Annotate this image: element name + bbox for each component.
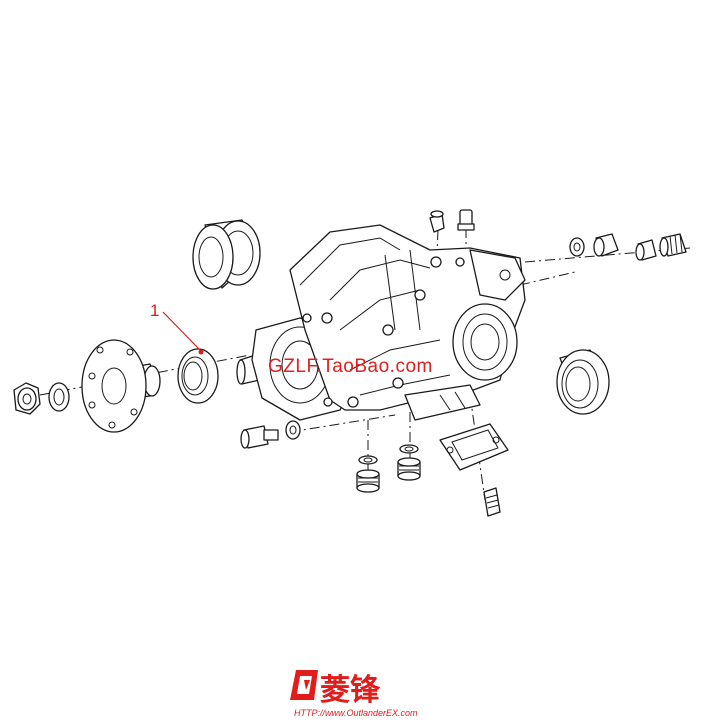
bearing-upper-left <box>192 219 261 290</box>
callout-1: 1 <box>150 301 204 355</box>
footer-logo: 菱锋 HTTP://www.OutlanderEX.com <box>290 670 418 718</box>
logo-text: 菱锋 <box>320 673 381 708</box>
footer-url: HTTP://www.OutlanderEX.com <box>294 708 418 718</box>
threaded-fitting-top-right <box>659 233 687 257</box>
washer-left <box>48 382 70 412</box>
differential-housing <box>236 224 526 421</box>
bushing-top-right <box>635 239 657 261</box>
watermark-text: GZLF.TaoBao.com <box>268 356 433 377</box>
mounting-bolt <box>240 425 279 449</box>
companion-flange <box>81 339 161 433</box>
filler-plug <box>356 469 380 493</box>
drain-plug-top-right <box>593 233 619 257</box>
bearing-right <box>556 349 610 415</box>
washer-lower <box>285 420 301 440</box>
logo-emblem <box>290 670 318 700</box>
drain-plug-bottom <box>397 457 421 481</box>
callout-number: 1 <box>150 301 159 320</box>
washer-top-right <box>569 237 585 257</box>
breather-plug <box>429 210 445 233</box>
mounting-bracket <box>439 423 509 471</box>
bracket-bolt <box>483 487 501 517</box>
oil-seal <box>177 348 219 404</box>
gasket-bottom-1 <box>358 455 378 465</box>
vent-plug <box>457 209 475 231</box>
gasket-bottom-2 <box>399 444 419 454</box>
flange-nut <box>13 382 41 415</box>
